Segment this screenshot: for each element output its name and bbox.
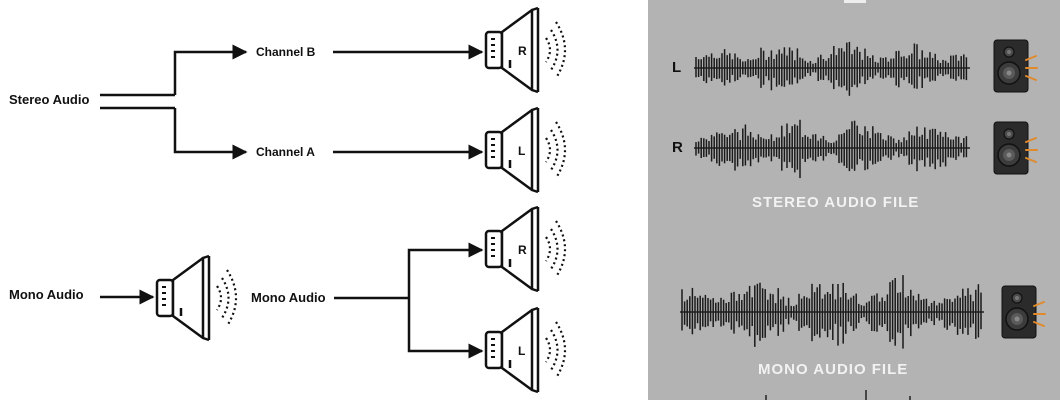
mono-input-label: Mono Audio <box>9 287 84 302</box>
top-edge-mark <box>844 0 866 3</box>
stereo-branch-up <box>173 44 248 95</box>
mono-branch-down <box>407 298 484 359</box>
mono-branch-up <box>407 242 484 298</box>
right-speaker-icon <box>993 121 1038 175</box>
left-track-label: L <box>672 59 681 76</box>
stereo-file-caption: STEREO AUDIO FILE <box>752 194 919 211</box>
right-track-label: R <box>672 139 683 156</box>
speaker-right-letter: R <box>518 44 527 58</box>
mono-middle-label: Mono Audio <box>251 290 326 305</box>
mono-speaker-left-letter: L <box>518 344 525 358</box>
left-waveform <box>695 41 968 96</box>
bottom-waveform-fragment <box>765 390 911 400</box>
right-waveform <box>695 119 968 179</box>
channel-b-label: Channel B <box>256 45 316 59</box>
stereo-input-label: Stereo Audio <box>9 92 89 107</box>
left-speaker-icon <box>993 39 1038 93</box>
audio-file-comparison-panel: L R STEREO AUDIO FILE MONO AUDIO FILE <box>648 0 1060 400</box>
stereo-branch-down <box>173 108 248 160</box>
mono-speaker-icon <box>155 254 238 342</box>
mono-speaker-icon-right <box>1001 285 1046 339</box>
mono-waveform <box>681 275 982 349</box>
channel-a-label: Channel A <box>256 145 315 159</box>
speaker-left-letter: L <box>518 144 525 158</box>
speaker-left-icon <box>484 106 567 194</box>
mono-speaker-right-letter: R <box>518 243 527 257</box>
mono-speaker-left-icon <box>484 306 567 394</box>
signal-flow-diagram: Stereo Audio Channel B Channel A R L Mon… <box>9 6 567 394</box>
mono-file-caption: MONO AUDIO FILE <box>758 361 908 378</box>
